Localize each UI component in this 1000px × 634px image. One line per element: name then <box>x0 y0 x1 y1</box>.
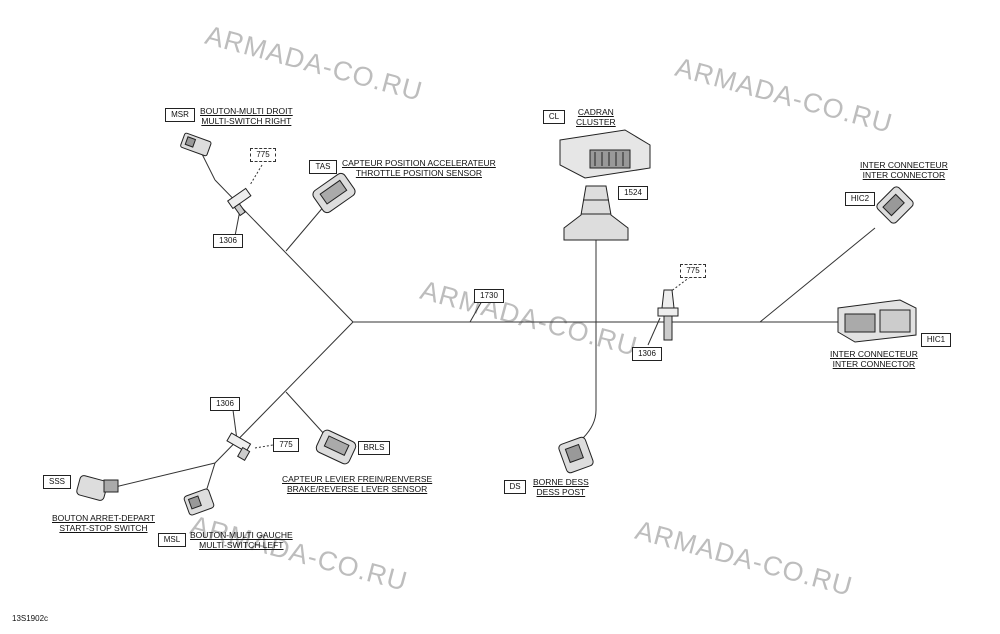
tag-msl: MSL <box>158 533 186 547</box>
clip-1306-icon <box>226 187 252 217</box>
wire-to-tas <box>285 204 326 252</box>
label-msl-en: MULTI-SWITCH LEFT <box>199 540 284 550</box>
sss-switch-icon <box>76 475 119 501</box>
label-ds: BORNE DESS DESS POST <box>533 477 589 497</box>
tag-sss: SSS <box>43 475 71 489</box>
hic1-connector-icon <box>837 299 917 343</box>
label-cl-fr: CADRAN <box>577 107 614 117</box>
label-msl-fr: BOUTON-MULTI GAUCHE <box>190 530 293 540</box>
label-tas-fr: CAPTEUR POSITION ACCELERATEUR <box>342 158 496 168</box>
part-775-bottom: 775 <box>273 438 299 452</box>
clip-1306-bottom-icon <box>226 432 252 461</box>
grommet-icon <box>563 185 629 241</box>
part-775-top: 775 <box>250 148 276 162</box>
part-1306-bottom: 1306 <box>210 397 240 411</box>
label-msr: BOUTON-MULTI DROIT MULTI-SWITCH RIGHT <box>200 106 293 126</box>
hic2-connector-icon <box>876 186 914 224</box>
label-brls: CAPTEUR LEVIER FREIN/RENVERSE BRAKE/REVE… <box>282 474 432 494</box>
clip-775-icon <box>657 289 679 341</box>
wire-to-hic2 <box>759 227 876 323</box>
label-brls-fr: CAPTEUR LEVIER FREIN/RENVERSE <box>282 474 433 484</box>
label-sss: BOUTON ARRET-DEPART START-STOP SWITCH <box>52 513 155 533</box>
label-msl: BOUTON-MULTI GAUCHE MULTI-SWITCH LEFT <box>190 530 293 550</box>
label-ds-en: DESS POST <box>536 487 586 497</box>
part-1730: 1730 <box>474 289 504 303</box>
tag-cl: CL <box>543 110 565 124</box>
tag-tas: TAS <box>309 160 337 174</box>
wire-to-brls <box>285 391 326 436</box>
part-1524: 1524 <box>618 186 648 200</box>
part-1306-top: 1306 <box>213 234 243 248</box>
tag-ds: DS <box>504 480 526 494</box>
tas-connector-icon <box>312 172 356 214</box>
part-1306-right: 1306 <box>632 347 662 361</box>
label-tas: CAPTEUR POSITION ACCELERATEUR THROTTLE P… <box>342 158 496 178</box>
tag-brls: BRLS <box>358 441 390 455</box>
dess-post-icon <box>558 436 594 474</box>
label-hic1-fr: INTER CONNECTEUR <box>830 349 918 359</box>
label-sss-en: START-STOP SWITCH <box>59 523 148 533</box>
label-brls-en: BRAKE/REVERSE LEVER SENSOR <box>286 484 428 494</box>
label-hic2-en: INTER CONNECTOR <box>862 170 946 180</box>
tag-msr: MSR <box>165 108 195 122</box>
label-hic1: INTER CONNECTEUR INTER CONNECTOR <box>830 349 918 369</box>
cluster-connector-icon <box>559 129 651 179</box>
brls-connector-icon <box>315 429 357 465</box>
label-cl-en: CLUSTER <box>576 117 616 127</box>
label-tas-en: THROTTLE POSITION SENSOR <box>355 168 482 178</box>
msr-connector-icon <box>180 132 212 157</box>
tag-hic1: HIC1 <box>921 333 951 347</box>
label-cl: CADRAN CLUSTER <box>576 107 616 127</box>
figure-code: 13S1902c <box>12 614 49 623</box>
tag-hic2: HIC2 <box>845 192 875 206</box>
part-775-right: 775 <box>680 264 706 278</box>
label-msr-en: MULTI-SWITCH RIGHT <box>201 116 292 126</box>
label-hic2: INTER CONNECTEUR INTER CONNECTOR <box>860 160 948 180</box>
wire-to-sss <box>114 462 216 488</box>
msl-connector-icon <box>183 488 215 516</box>
label-sss-fr: BOUTON ARRET-DEPART <box>52 513 155 523</box>
label-msr-fr: BOUTON-MULTI DROIT <box>200 106 293 116</box>
wire-to-dess <box>582 322 597 439</box>
label-hic1-en: INTER CONNECTOR <box>832 359 916 369</box>
label-ds-fr: BORNE DESS <box>533 477 589 487</box>
label-hic2-fr: INTER CONNECTEUR <box>860 160 948 170</box>
